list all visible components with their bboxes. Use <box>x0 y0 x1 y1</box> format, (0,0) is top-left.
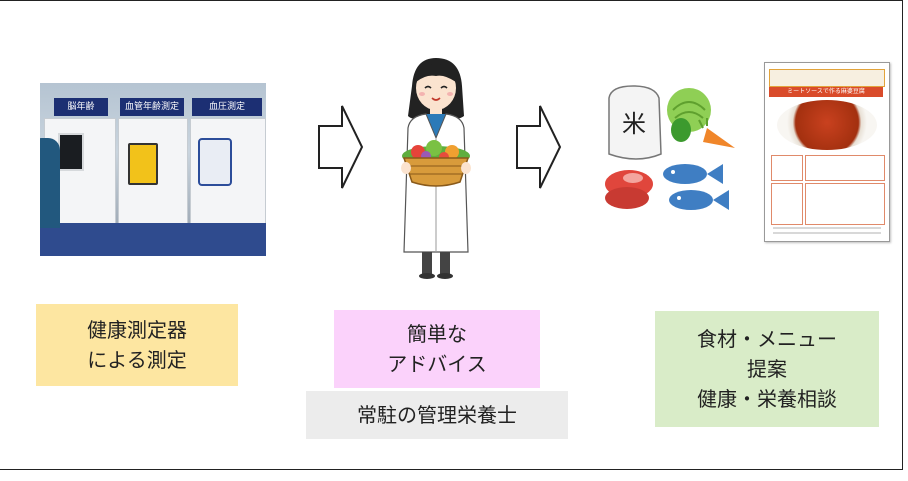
right-arrow-icon <box>318 105 364 189</box>
right-arrow-icon <box>516 105 562 189</box>
measurement-line-2: による測定 <box>87 348 187 372</box>
recipe-card: ミートソースで作る麻婆豆腐 <box>764 62 890 242</box>
sign-brain-age: 脳年齢 <box>54 98 108 116</box>
nutritionist-illustration <box>401 58 471 279</box>
blood-pressure-monitor-icon <box>198 138 232 186</box>
dietitian-text: 常駐の管理栄養士 <box>357 403 517 427</box>
advice-label: 簡単な アドバイス <box>334 310 540 388</box>
measurement-line-1: 健康測定器 <box>87 318 187 342</box>
dietitian-label: 常駐の管理栄養士 <box>306 391 568 439</box>
advice-line-1: 簡単な <box>407 322 467 346</box>
mapo-tofu-dish-icon <box>777 100 877 150</box>
proposal-label: 食材・メニュー 提案 健康・栄養相談 <box>655 311 879 427</box>
recipe-title-bar: ミートソースで作る麻婆豆腐 <box>769 87 883 97</box>
monitor-icon <box>58 133 84 171</box>
sign-blood-pressure: 血圧測定 <box>192 98 262 116</box>
food-ingredients-illustration: 米 <box>605 85 735 210</box>
sign-vascular-age: 血管年齢測定 <box>120 98 184 116</box>
advice-line-2: アドバイス <box>387 352 487 376</box>
recipe-title: ミートソースで作る麻婆豆腐 <box>787 88 865 95</box>
proposal-line-3: 健康・栄養相談 <box>697 387 837 411</box>
person-icon <box>40 138 60 228</box>
proposal-line-1: 食材・メニュー <box>697 327 837 351</box>
measuring-device-icon <box>128 143 158 185</box>
rice-mark: 米 <box>622 110 646 138</box>
health-devices-photo: 脳年齢 血管年齢測定 血圧測定 <box>40 83 266 256</box>
proposal-line-2: 提案 <box>747 357 787 381</box>
measurement-label: 健康測定器 による測定 <box>36 304 238 386</box>
